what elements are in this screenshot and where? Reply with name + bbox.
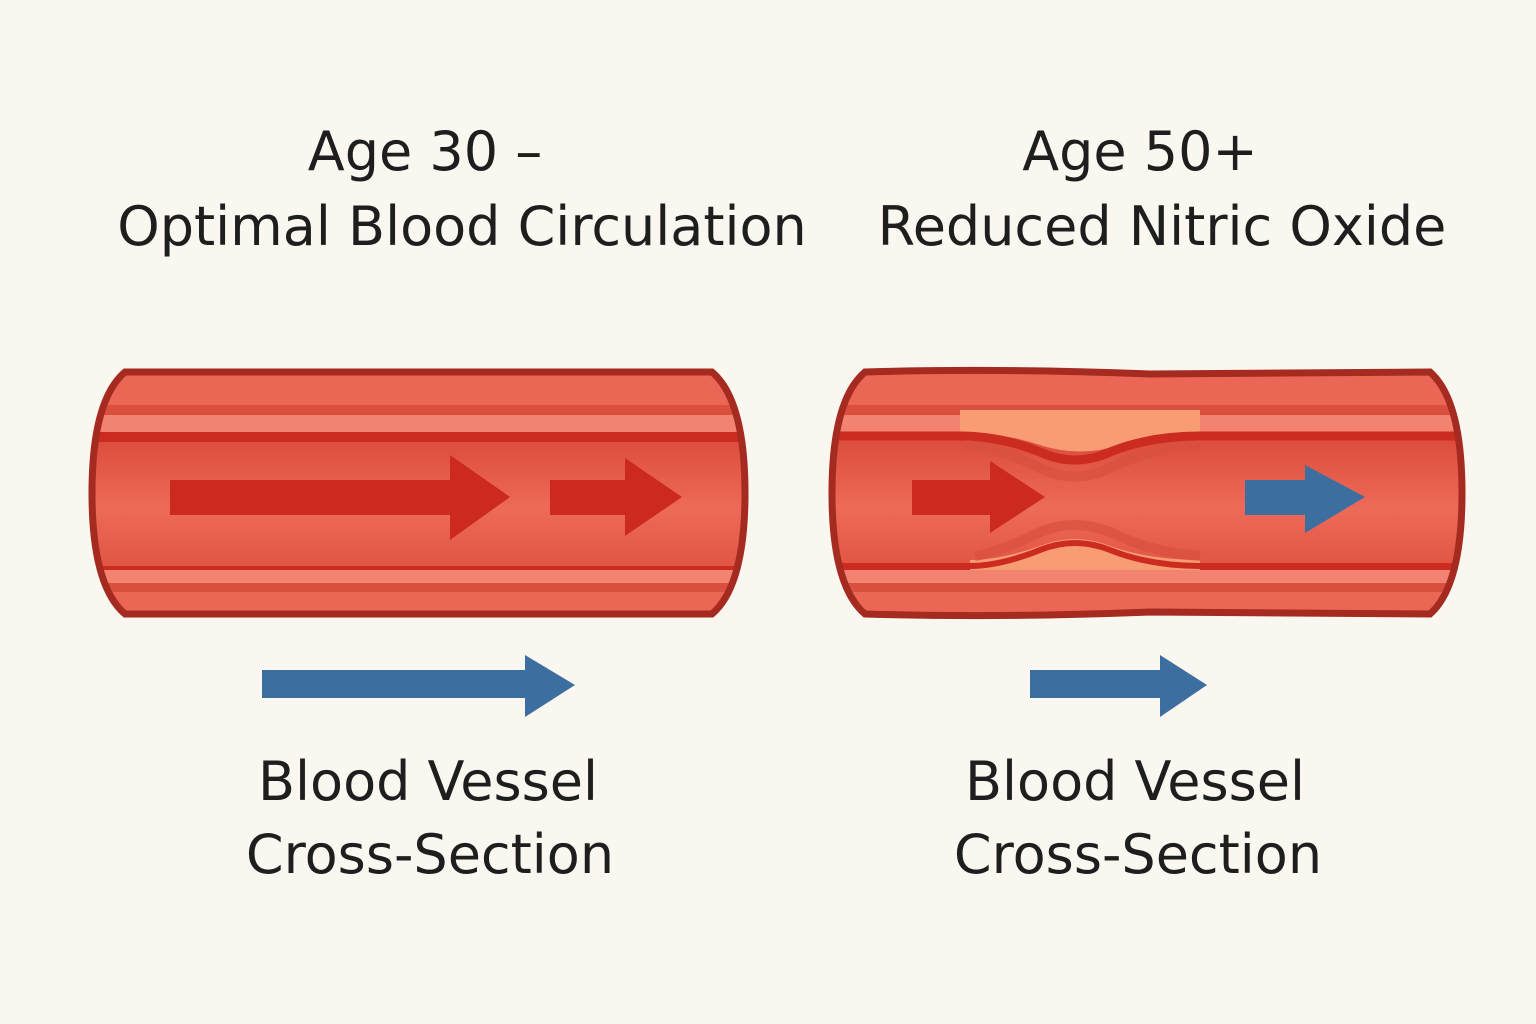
left-label-line1: Blood Vessel: [258, 750, 598, 813]
blood-flow-arrow-icon: [170, 455, 510, 540]
left-title-line2: Optimal Blood Circulation: [117, 195, 807, 258]
right-label-line2: Cross-Section: [954, 823, 1322, 886]
left-title-line1: Age 30 –: [308, 120, 542, 183]
left-label-line2: Cross-Section: [246, 823, 614, 886]
blood-flow-arrow-icon: [550, 458, 682, 536]
blood-flow-arrow-icon: [912, 461, 1045, 533]
healthy-vessel: [88, 368, 749, 618]
right-title-line2: Reduced Nitric Oxide: [878, 195, 1447, 258]
right-title-line1: Age 50+: [1022, 120, 1258, 183]
flow-direction-arrow-icon: [1030, 655, 1207, 717]
plaque-top: [960, 410, 1200, 452]
narrowed-vessel: [828, 366, 1466, 620]
flow-direction-arrow-icon: [262, 655, 575, 717]
reduced-flow-arrow-icon: [1245, 465, 1365, 533]
right-label-line1: Blood Vessel: [965, 750, 1305, 813]
